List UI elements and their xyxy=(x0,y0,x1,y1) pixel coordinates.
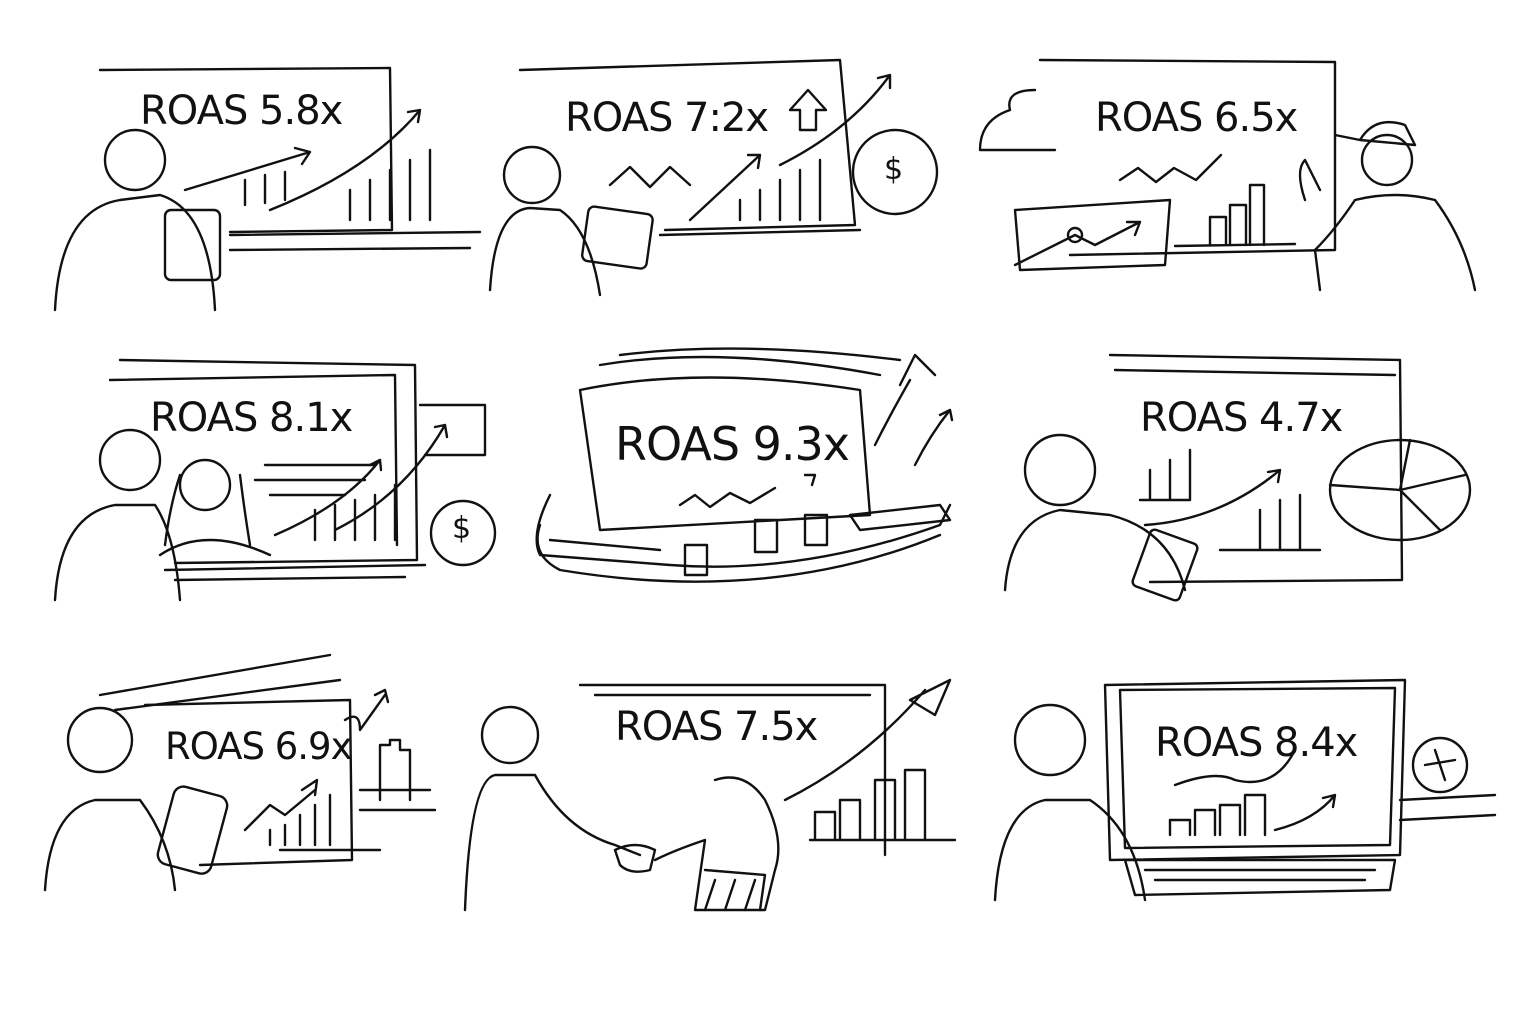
person-head-icon xyxy=(66,706,134,774)
person-head-icon xyxy=(480,705,540,765)
sketch-panel-7: ROAS 6.9x xyxy=(40,650,520,930)
sketch-panel-1: ROAS 5.8x xyxy=(40,60,520,340)
clock-icon xyxy=(1411,736,1469,794)
cap-icon xyxy=(1333,120,1417,147)
line-chart-card-icon xyxy=(1013,198,1172,272)
handshake-icon xyxy=(613,843,657,873)
tablet-icon xyxy=(580,205,654,270)
dollar-coin-icon xyxy=(429,499,497,567)
roas-label: ROAS 4.7x xyxy=(1140,395,1343,441)
presenter-phone-illustration xyxy=(43,653,437,892)
dollar-coin-icon xyxy=(851,128,939,216)
person-head-icon xyxy=(1013,703,1087,777)
sketch-panel-4: ROAS 8.1x $ xyxy=(45,355,525,635)
sketch-panel-6: ROAS 4.7x xyxy=(1000,350,1480,630)
roas-label: ROAS 9.3x xyxy=(615,417,850,471)
roas-label: ROAS 7.5x xyxy=(615,704,818,750)
dollar-sign: $ xyxy=(452,511,472,546)
presenter-laptop-illustration xyxy=(993,678,1497,902)
sketch-panel-8: ROAS 7.5x xyxy=(463,678,957,960)
presenter-pie-chart-illustration xyxy=(1003,353,1472,602)
pie-chart-icon xyxy=(1328,438,1472,542)
woman-face-icon xyxy=(178,458,232,512)
up-arrow-icon xyxy=(873,353,937,447)
sketch-panel-9: ROAS 8.4x xyxy=(993,670,1497,950)
sketch-panel-3: ROAS 6.5x xyxy=(975,50,1477,330)
person-head-icon xyxy=(1360,133,1414,187)
roas-label: ROAS 6.9x xyxy=(165,725,352,768)
presenter-tablet-coin-illustration xyxy=(488,58,939,297)
sketch-panel-5: ROAS 9.3x xyxy=(520,345,1000,625)
curved-dashboard-illustration xyxy=(535,347,954,583)
laptop-icon xyxy=(1103,678,1407,862)
roas-label: ROAS 6.5x xyxy=(1095,95,1298,141)
handshake-illustration xyxy=(463,678,957,912)
dollar-sign: $ xyxy=(884,152,904,187)
person-head-icon xyxy=(98,428,162,492)
person-head-icon xyxy=(502,145,562,205)
roas-label: ROAS 8.4x xyxy=(1155,720,1358,766)
sketch-panel-2: ROAS 7:2x $ xyxy=(488,58,970,340)
tablet-icon xyxy=(163,208,222,282)
roas-label: ROAS 8.1x xyxy=(150,395,353,441)
person-head-icon xyxy=(103,128,167,192)
phone-icon xyxy=(156,785,229,875)
roas-label: ROAS 7:2x xyxy=(565,95,769,141)
person-head-icon xyxy=(1023,433,1097,507)
presenter-cap-illustration xyxy=(978,58,1477,292)
presenter-video-call-illustration xyxy=(53,358,497,602)
up-arrow-icon xyxy=(788,88,828,132)
roas-label: ROAS 5.8x xyxy=(140,88,343,134)
presenter-tablet-illustration xyxy=(53,66,482,312)
